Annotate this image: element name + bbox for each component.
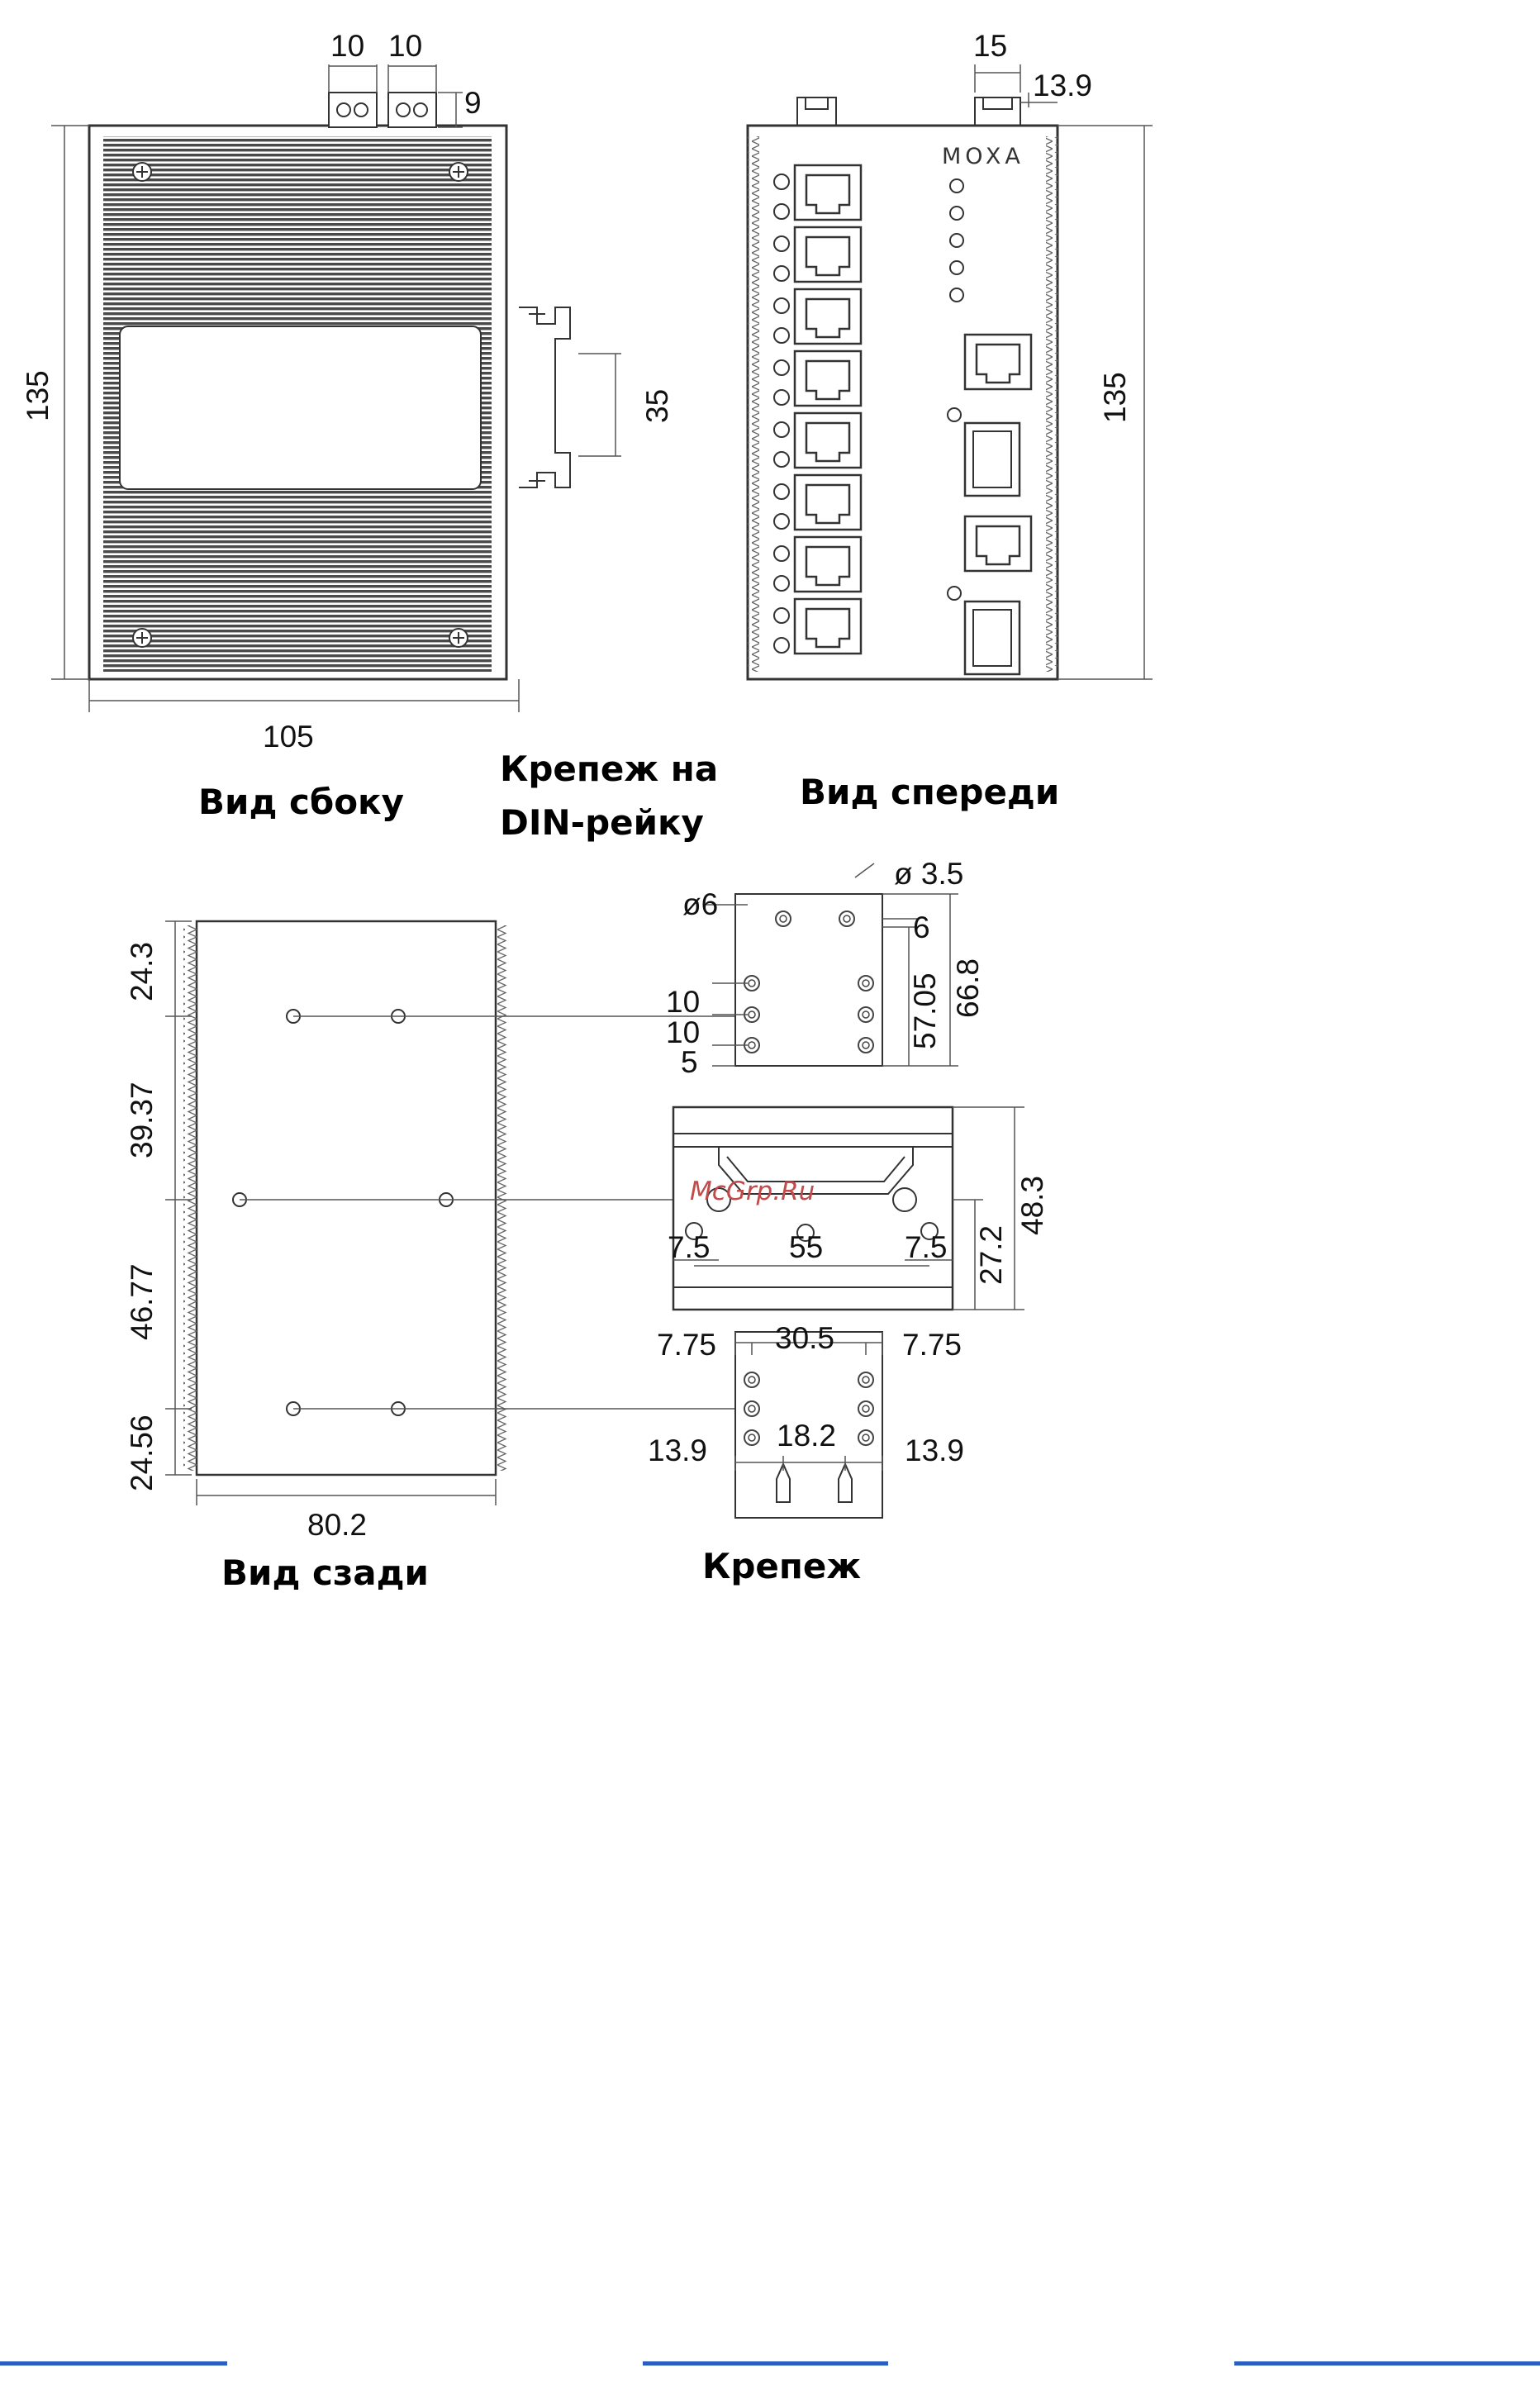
dim-top-offset: 6 xyxy=(913,911,930,944)
rj45-uplink-icon xyxy=(965,335,1031,389)
rj45-port-icon xyxy=(795,351,861,406)
dim-side-width: 105 xyxy=(263,720,314,754)
dim-outer-height: 66.8 xyxy=(951,958,985,1018)
brand-logo: MOXA xyxy=(942,144,1024,169)
dim-slot-pitch: 18.2 xyxy=(777,1419,836,1453)
sfp-port-icon xyxy=(965,602,1020,674)
screw-icon xyxy=(133,629,151,647)
dim-bottom-center-width: 30.5 xyxy=(775,1321,834,1355)
caption-side-view: Вид сбоку xyxy=(198,782,404,822)
side-view-label-area xyxy=(120,326,481,489)
rj45-uplink-icon xyxy=(965,516,1031,571)
dim-pitch-2: 10 xyxy=(666,1015,700,1049)
dim-rear-seg-2: 39.37 xyxy=(125,1082,159,1158)
dim-bottom-right-edge: 13.9 xyxy=(905,1434,964,1467)
dim-clip-offset: 13.9 xyxy=(1033,69,1092,102)
dim-pitch-1: 10 xyxy=(666,985,700,1019)
rj45-port-icon xyxy=(795,165,861,220)
screw-icon xyxy=(449,629,468,647)
dim-clip-total-height: 48.3 xyxy=(1015,1176,1049,1235)
dim-bottom-left-edge: 13.9 xyxy=(648,1434,707,1467)
rj45-port-icon xyxy=(795,413,861,468)
caption-rear-view: Вид сзади xyxy=(221,1553,429,1593)
dim-din-rail-height: 35 xyxy=(640,389,674,423)
dim-clip-center: 55 xyxy=(789,1230,823,1264)
dim-terminal-pitch-2: 10 xyxy=(388,29,422,63)
dim-rear-seg-3: 46.77 xyxy=(125,1263,159,1340)
dim-bottom-left-offset: 7.75 xyxy=(657,1328,716,1362)
rj45-port-icon xyxy=(795,537,861,592)
front-view: MOXA 15 13.9 135 xyxy=(748,29,1153,679)
caption-front-view: Вид спереди xyxy=(800,772,1059,812)
dim-hole-large: ø6 xyxy=(682,887,718,921)
dim-clip-lower-height: 27.2 xyxy=(974,1225,1008,1285)
footer-rule-right xyxy=(1234,2361,1540,2366)
dim-bottom-offset: 5 xyxy=(681,1045,698,1079)
dim-clip-width: 15 xyxy=(973,29,1007,63)
caption-din-rail-line2: DIN-рейку xyxy=(500,802,704,843)
caption-mount-view: Крепеж xyxy=(702,1546,861,1586)
dim-side-height: 135 xyxy=(21,370,55,421)
dim-terminal-height: 9 xyxy=(464,86,482,120)
rj45-port-icon xyxy=(795,289,861,344)
dim-terminal-pitch-1: 10 xyxy=(330,29,364,63)
rj45-port-icon xyxy=(795,599,861,654)
watermark-text: McGrp.Ru xyxy=(690,1177,815,1206)
dim-bottom-right-offset: 7.75 xyxy=(902,1328,962,1362)
caption-din-rail-line1: Крепеж на xyxy=(500,749,718,789)
rear-view-body xyxy=(197,921,496,1475)
dim-rear-seg-4: 24.56 xyxy=(125,1415,159,1491)
dim-hole-small: ø 3.5 xyxy=(894,857,963,891)
dim-rear-seg-1: 24.3 xyxy=(125,942,159,1001)
footer-rule-center xyxy=(643,2361,888,2366)
din-rail-clip: 35 xyxy=(519,307,674,487)
rj45-port-icon xyxy=(795,227,861,282)
din-clip-plate xyxy=(673,1107,1024,1310)
footer-rule-left xyxy=(0,2361,227,2366)
dim-front-height: 135 xyxy=(1098,372,1132,423)
screw-icon xyxy=(449,163,468,181)
dim-clip-left-offset: 7.5 xyxy=(668,1230,710,1264)
screw-icon xyxy=(133,163,151,181)
dim-clip-right-offset: 7.5 xyxy=(905,1230,947,1264)
sfp-port-icon xyxy=(965,423,1020,496)
rj45-port-icon xyxy=(795,475,861,530)
dim-rear-width: 80.2 xyxy=(307,1508,367,1542)
side-view: 10 10 9 135 105 xyxy=(21,29,519,754)
dim-inner-height: 57.05 xyxy=(908,972,942,1049)
terminal-block-icon xyxy=(329,93,436,127)
